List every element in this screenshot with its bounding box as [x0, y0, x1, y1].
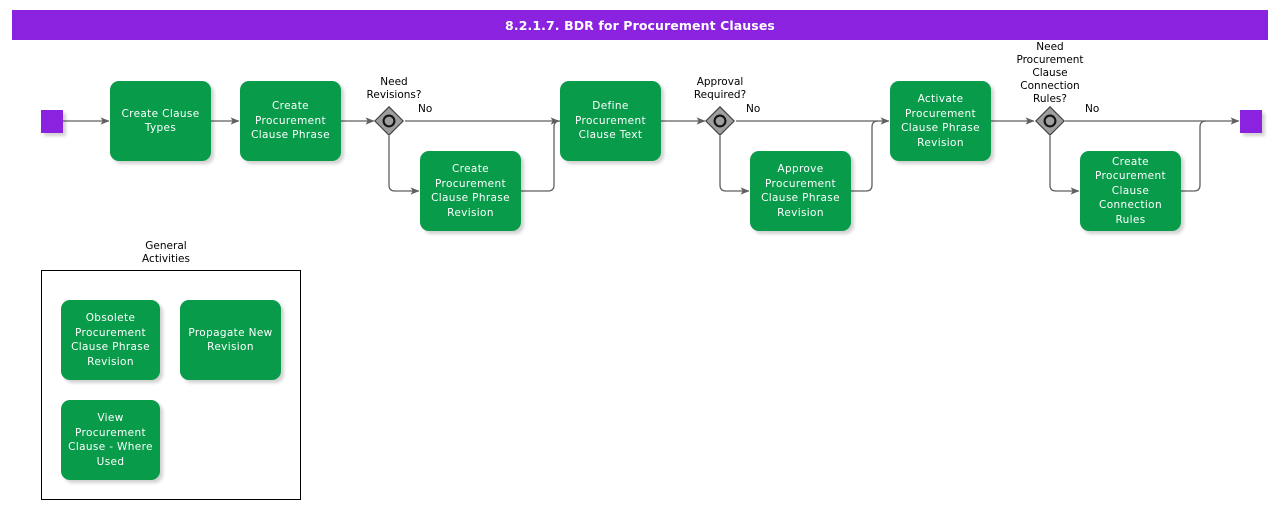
task-create-clause-types[interactable]: Create Clause Types	[110, 81, 211, 161]
task-obsolete-procurement-clause-phrase-revision[interactable]: Obsolete Procurement Clause Phrase Revis…	[61, 300, 160, 380]
task-create-procurement-clause-connection-rules[interactable]: Create Procurement Clause Connection Rul…	[1080, 151, 1181, 231]
task-define-procurement-clause-text[interactable]: Define Procurement Clause Text	[560, 81, 661, 161]
gateway-label-need-revisions: Need Revisions?	[366, 76, 422, 101]
gateway-label-need-procurement-clause-connection-rules: Need Procurement Clause Connection Rules…	[1016, 41, 1084, 105]
flow-label-no-need-revisions: No	[418, 103, 433, 115]
task-create-procurement-clause-phrase-revision[interactable]: Create Procurement Clause Phrase Revisio…	[420, 151, 521, 231]
start-event[interactable]	[41, 110, 63, 133]
end-event[interactable]	[1240, 110, 1262, 133]
task-label: Create Procurement Clause Connection Rul…	[1095, 155, 1166, 226]
general-activities-title: General Activities	[142, 240, 190, 265]
flow-label-no-approval-required: No	[746, 103, 761, 115]
task-label: Create Procurement Clause Phrase Revisio…	[431, 163, 510, 219]
gateway-approval-required[interactable]	[705, 106, 735, 136]
task-label: Define Procurement Clause Text	[575, 100, 646, 142]
task-label: Create Procurement Clause Phrase	[251, 100, 330, 142]
task-activate-procurement-clause-phrase-revision[interactable]: Activate Procurement Clause Phrase Revis…	[890, 81, 991, 161]
gateway-label-approval-required: Approval Required?	[693, 76, 747, 101]
task-propagate-new-revision[interactable]: Propagate New Revision	[180, 300, 281, 380]
task-label: View Procurement Clause - Where Used	[68, 412, 153, 468]
task-label: Approve Procurement Clause Phrase Revisi…	[761, 163, 840, 219]
gateway-need-revisions[interactable]	[374, 106, 404, 136]
general-activities-container	[41, 270, 301, 500]
task-label: Propagate New Revision	[188, 326, 273, 354]
task-view-procurement-clause-where-used[interactable]: View Procurement Clause - Where Used	[61, 400, 160, 480]
task-label: Activate Procurement Clause Phrase Revis…	[901, 93, 980, 149]
page-title: 8.2.1.7. BDR for Procurement Clauses	[505, 17, 775, 33]
task-label: Create Clause Types	[121, 107, 200, 135]
task-create-procurement-clause-phrase[interactable]: Create Procurement Clause Phrase	[240, 81, 341, 161]
task-label: Obsolete Procurement Clause Phrase Revis…	[71, 312, 150, 368]
diagram-title-bar: 8.2.1.7. BDR for Procurement Clauses	[12, 10, 1268, 40]
task-approve-procurement-clause-phrase-revision[interactable]: Approve Procurement Clause Phrase Revisi…	[750, 151, 851, 231]
gateway-need-procurement-clause-connection-rules[interactable]	[1035, 106, 1065, 136]
flow-label-no-need-connection-rules: No	[1085, 103, 1100, 115]
